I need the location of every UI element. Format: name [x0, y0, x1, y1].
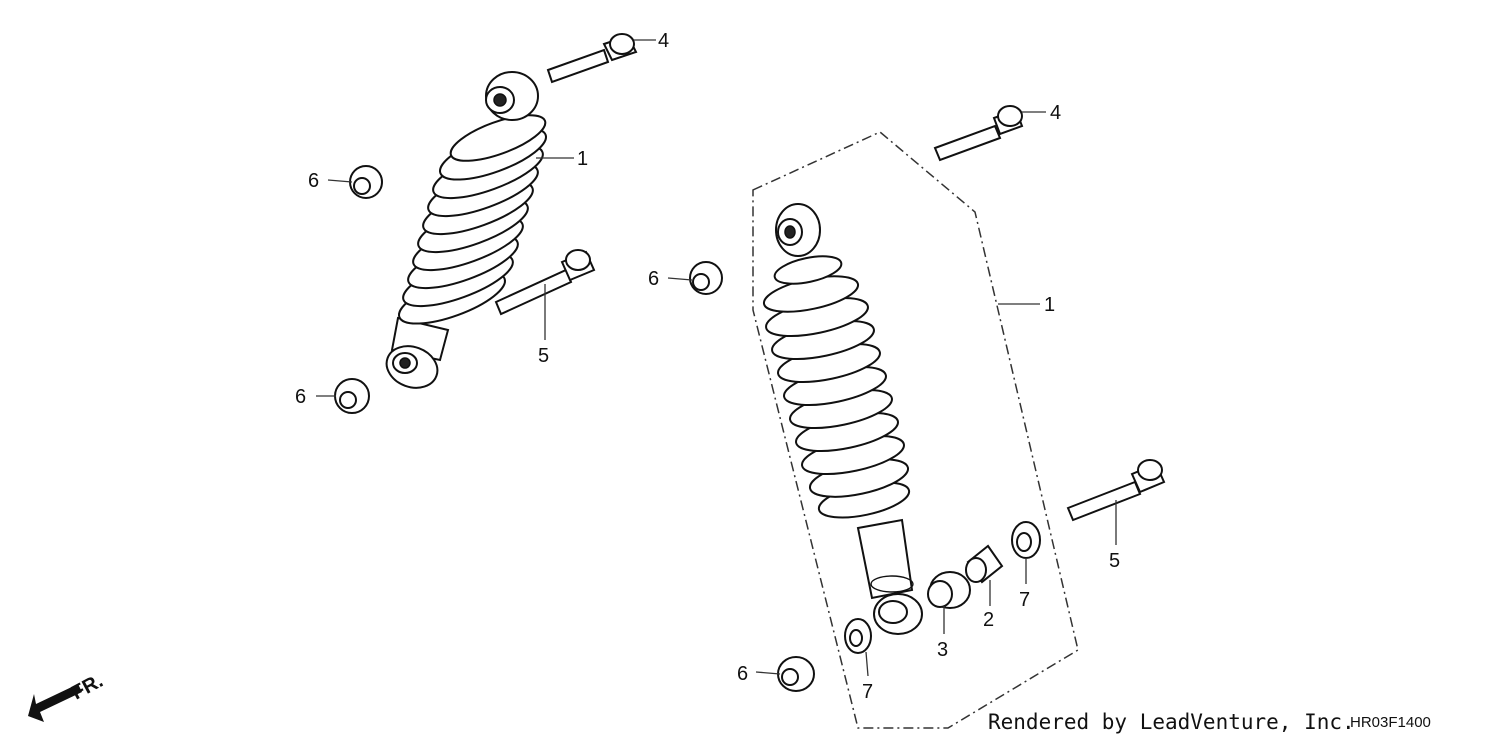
callout-6-c: 6	[648, 268, 659, 290]
callout-7-b: 7	[862, 681, 873, 703]
callout-4-right: 4	[1050, 102, 1061, 124]
nut-6-a[interactable]	[349, 165, 383, 199]
front-direction-indicator: FR.	[28, 670, 107, 722]
callout-6-d: 6	[737, 663, 748, 685]
callout-1-right: 1	[1044, 294, 1055, 316]
left-spring	[398, 114, 547, 325]
callout-5-left: 5	[538, 345, 549, 367]
arrow-down-left-icon	[28, 684, 82, 722]
nut-6-c[interactable]	[689, 261, 723, 295]
seal-7-b[interactable]	[844, 618, 872, 654]
leader-lines	[316, 39, 1117, 677]
assembly-outline	[752, 131, 1079, 729]
nut-6-b[interactable]	[334, 378, 370, 414]
callout-7-a: 7	[1019, 589, 1030, 611]
callout-4-top: 4	[658, 30, 669, 52]
bolt-4-top[interactable]	[546, 33, 638, 84]
render-credit: Rendered by LeadVenture, Inc.	[988, 710, 1355, 734]
callout-6-b: 6	[295, 386, 306, 408]
bushing-3[interactable]	[927, 571, 971, 609]
callout-1-left: 1	[577, 148, 588, 170]
bolt-5-left[interactable]	[494, 249, 596, 316]
callout-5-right: 5	[1109, 550, 1120, 572]
right-shock-absorber[interactable]	[761, 203, 923, 635]
seal-7-a[interactable]	[1011, 521, 1041, 559]
collar-2[interactable]	[965, 544, 1004, 584]
bolt-4-right[interactable]	[933, 105, 1024, 162]
callout-2: 2	[983, 609, 994, 631]
callout-3: 3	[937, 639, 948, 661]
bolt-5-right[interactable]	[1066, 459, 1166, 522]
diagram-code: HR03F1400	[1350, 714, 1431, 731]
left-shock-absorber[interactable]	[381, 71, 552, 395]
right-spring	[762, 255, 911, 519]
callout-6-a: 6	[308, 170, 319, 192]
direction-label: FR.	[68, 670, 107, 705]
nut-6-d[interactable]	[777, 656, 815, 692]
